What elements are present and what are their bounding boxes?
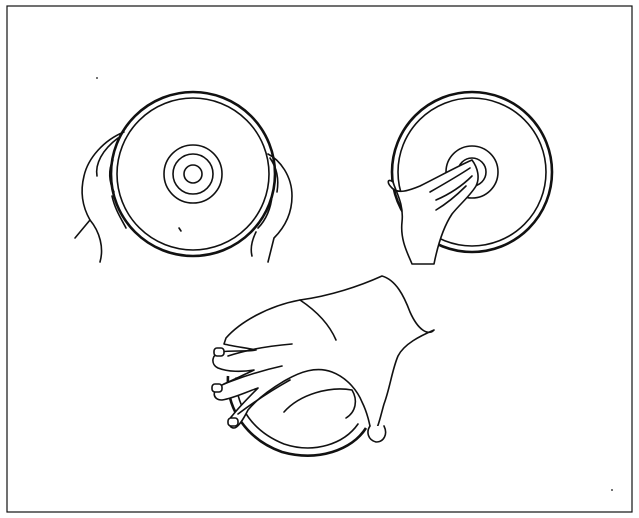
right-hand-outline — [268, 154, 292, 262]
scan-speck — [611, 489, 613, 491]
hand-bottom-thumbnail — [368, 426, 386, 442]
left-hand — [75, 132, 126, 262]
fingernail-3 — [228, 418, 238, 426]
disc-left — [111, 92, 275, 256]
hand-bottom-outline — [213, 276, 434, 436]
hand-center-outline — [388, 160, 478, 264]
disc-left-speck — [179, 228, 181, 231]
right-finger-2 — [251, 232, 256, 256]
disc-left-inner-rim — [117, 98, 269, 250]
left-wrist — [90, 220, 102, 262]
panel-center-hole-grip — [388, 92, 552, 264]
panel-single-hand-underside-grip — [212, 276, 434, 456]
fingernail-2 — [212, 384, 222, 392]
hand-bottom — [212, 276, 434, 442]
right-hand — [251, 154, 292, 262]
scan-speck — [96, 77, 98, 79]
left-hand-outline — [75, 132, 124, 238]
left-thumb — [97, 138, 118, 176]
disc-left-center-hole — [184, 165, 202, 183]
panel-two-hand-edge-grip — [75, 92, 292, 262]
disc-bottom-hub-arc — [284, 389, 355, 418]
fingernail-1 — [214, 348, 224, 356]
hand-center — [388, 160, 478, 264]
disc-left-outer-rim — [111, 92, 275, 256]
disc-left-hub-inner — [173, 154, 213, 194]
